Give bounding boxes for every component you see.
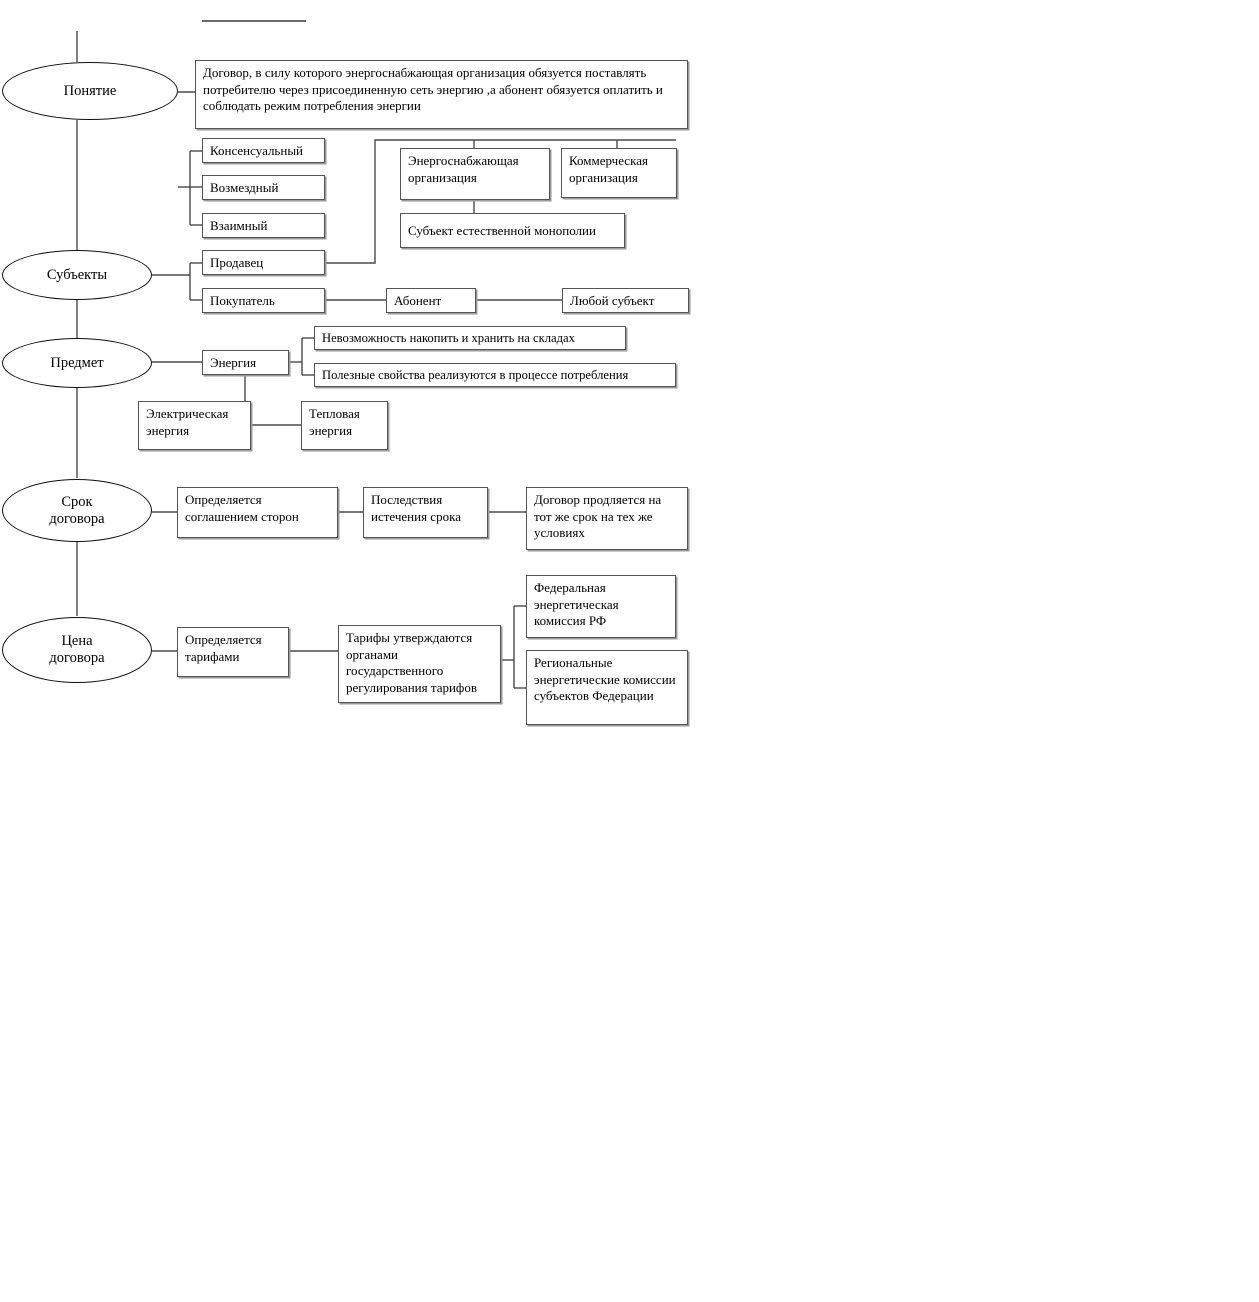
node-subekty[interactable]: Субъекты <box>2 250 152 300</box>
node-prodlyaetsya-label: Договор продляется на тот же срок на тех… <box>534 492 662 541</box>
node-abonent-label: Абонент <box>394 292 442 308</box>
node-vozmezdnyy[interactable]: Возмездный <box>202 175 325 200</box>
node-federalnaya-komissiya[interactable]: Федеральная энергетическая комиссия РФ <box>526 575 676 638</box>
node-posledstviya-label: Последствия истечения срока <box>371 492 461 524</box>
node-nevozmozhnost-nakopit[interactable]: Невозможность накопить и хранить на скла… <box>314 326 626 350</box>
node-regionalnye-komissii[interactable]: Региональные энергетические комиссии суб… <box>526 650 688 725</box>
node-konsensualnyy[interactable]: Консенсуальный <box>202 138 325 163</box>
node-elektricheskaya-label: Электрическая энергия <box>146 406 229 438</box>
node-subekty-label: Субъекты <box>46 266 108 283</box>
node-opredelyaetsya-soglasheniem[interactable]: Определяется соглашением сторон <box>177 487 338 538</box>
node-abonent[interactable]: Абонент <box>386 288 476 313</box>
node-regionalnye-label: Региональные энергетические комиссии суб… <box>534 655 676 704</box>
node-cena-dogovora[interactable]: Цена договора <box>2 617 152 683</box>
node-vzaimnyy[interactable]: Взаимный <box>202 213 325 238</box>
node-opred-tarifami-label: Определяется тарифами <box>185 632 262 664</box>
node-nevozmozhnost-label: Невозможность накопить и хранить на скла… <box>322 331 575 346</box>
node-monopoliya-label: Субъект естественной монополии <box>408 222 596 238</box>
node-vozmezdnyy-label: Возмездный <box>210 179 279 195</box>
node-prodavec-label: Продавец <box>210 254 264 270</box>
node-srok-dogovora-label: Срок договора <box>49 493 105 527</box>
node-subekt-estestvennoy-monopolii[interactable]: Субъект естественной монополии <box>400 213 625 248</box>
node-predmet[interactable]: Предмет <box>2 338 152 388</box>
node-opred-soglasheniem-label: Определяется соглашением сторон <box>185 492 299 524</box>
node-tarify-utverzhdayutsya[interactable]: Тарифы утверждаются органами государстве… <box>338 625 501 703</box>
node-pokupatel[interactable]: Покупатель <box>202 288 325 313</box>
node-dogovor-prodlyaetsya[interactable]: Договор продляется на тот же срок на тех… <box>526 487 688 550</box>
node-teplovaya-label: Тепловая энергия <box>309 406 360 438</box>
node-cena-dogovora-label: Цена договора <box>49 633 105 666</box>
node-energosnabzhayushchaya-organizaciya[interactable]: Энергоснабжающая организация <box>400 148 550 200</box>
node-srok-dogovora[interactable]: Срок договора <box>2 479 152 542</box>
top-rule <box>202 20 306 22</box>
node-poleznye-label: Полезные свойства реализуются в процессе… <box>322 368 629 383</box>
node-kommercheskaya-label: Коммерческая организация <box>569 153 648 185</box>
node-tarify-label: Тарифы утверждаются органами государстве… <box>346 630 477 695</box>
node-energiya-label: Энергия <box>210 354 257 370</box>
node-prodavec[interactable]: Продавец <box>202 250 325 275</box>
node-lyuboy-subekt[interactable]: Любой субъект <box>562 288 689 313</box>
node-poleznye-svoystva[interactable]: Полезные свойства реализуются в процессе… <box>314 363 676 387</box>
node-konsensualnyy-label: Консенсуальный <box>210 142 304 158</box>
node-kommercheskaya-organizaciya[interactable]: Коммерческая организация <box>561 148 677 198</box>
node-elektricheskaya-energiya[interactable]: Электрическая энергия <box>138 401 251 450</box>
node-federalnaya-label: Федеральная энергетическая комиссия РФ <box>534 580 619 629</box>
node-definition-label: Договор, в силу которого энергоснабжающа… <box>203 65 663 114</box>
node-energiya[interactable]: Энергия <box>202 350 289 375</box>
node-energosnab-label: Энергоснабжающая организация <box>408 153 519 185</box>
node-opredelyaetsya-tarifami[interactable]: Определяется тарифами <box>177 627 289 677</box>
node-ponyatie-label: Понятие <box>63 82 117 99</box>
node-pokupatel-label: Покупатель <box>210 292 275 308</box>
node-teplovaya-energiya[interactable]: Тепловая энергия <box>301 401 388 450</box>
node-posledstviya-istecheniya[interactable]: Последствия истечения срока <box>363 487 488 538</box>
node-lyuboy-subekt-label: Любой субъект <box>570 292 655 308</box>
node-vzaimnyy-label: Взаимный <box>210 217 268 233</box>
node-ponyatie[interactable]: Понятие <box>2 62 178 120</box>
node-definition[interactable]: Договор, в силу которого энергоснабжающа… <box>195 60 688 129</box>
node-predmet-label: Предмет <box>50 354 104 371</box>
